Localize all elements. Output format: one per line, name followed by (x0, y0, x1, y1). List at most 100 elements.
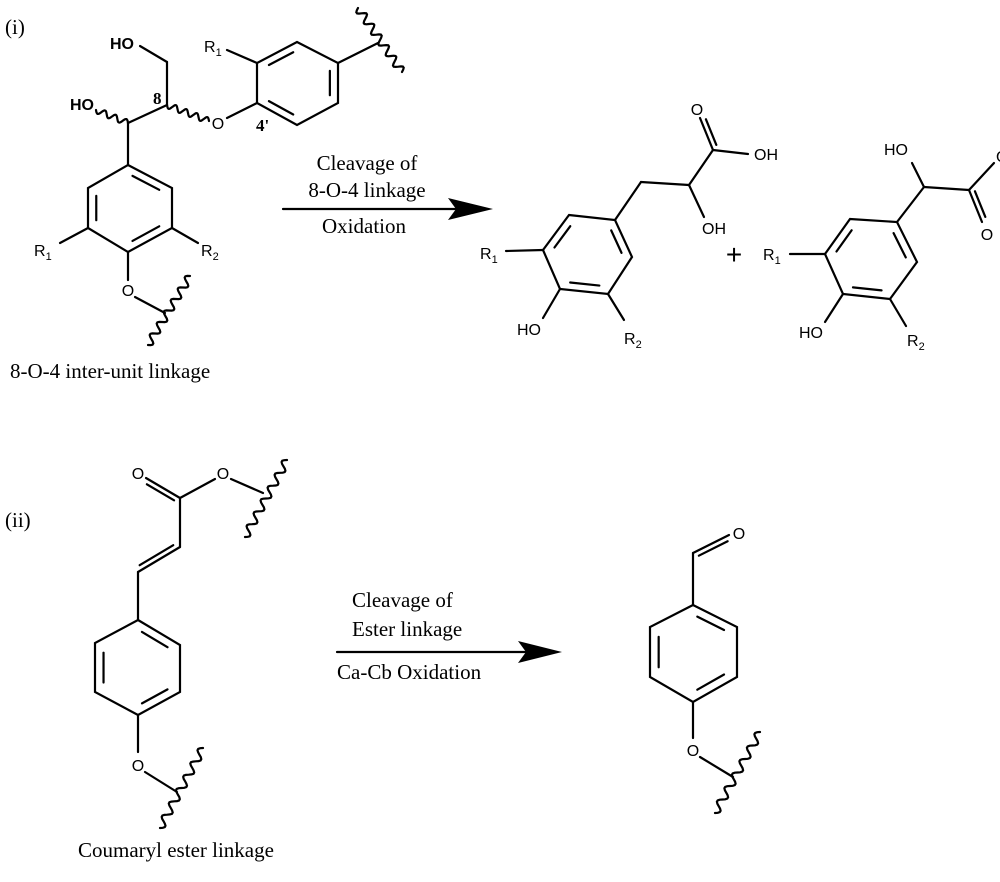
r2-ring-b: R2 (201, 243, 219, 263)
reaction-arrow-ii (335, 641, 562, 663)
bond (711, 148, 750, 156)
bond (133, 295, 167, 315)
arrow-ii-text-line1: Cleavage of (352, 588, 453, 612)
benzene-ring-b (86, 163, 174, 254)
p1-o-carbonyl: O (691, 102, 703, 119)
reaction-arrow-i (281, 198, 493, 220)
aromatic-inner-bond (267, 100, 295, 116)
p1-oh-acid: OH (754, 147, 778, 164)
bond (178, 477, 217, 500)
ii-o-carbonyl: O (132, 466, 144, 483)
bond (229, 477, 265, 495)
aromatic-inner-bond (610, 229, 623, 254)
double-bond-inner (145, 483, 176, 502)
p1-r2: R2 (624, 331, 642, 351)
benzaldehyde-ring (648, 603, 739, 704)
bond (336, 41, 380, 65)
bond (687, 148, 715, 187)
bond (698, 755, 735, 779)
arrow-i-text-line1: Cleavage of (317, 151, 418, 175)
benzene-ring-a (255, 40, 340, 127)
aromatic-inner-bond (267, 51, 295, 67)
coumaryl-ring (93, 618, 182, 717)
p2-ho-alpha: HO (884, 142, 908, 159)
p2-r1: R1 (763, 247, 781, 267)
part-i-label: (i) (5, 15, 25, 39)
double-bond (967, 188, 984, 224)
p2-o-carbonyl: O (981, 227, 993, 244)
aromatic-inner-bond (553, 225, 572, 249)
svg-text:R1: R1 (763, 247, 781, 267)
p1-ho-phenol: HO (517, 322, 541, 339)
bond (541, 287, 562, 320)
arrow-i-text-below: Oxidation (322, 214, 406, 238)
part-ii-reactant-caption: Coumaryl ester linkage (78, 838, 274, 862)
bond (138, 44, 169, 64)
aromatic-inner-bond (696, 673, 726, 691)
bond (639, 180, 691, 187)
product1-ring (541, 213, 634, 296)
product2-ring (823, 217, 919, 301)
p2-o-acid-cut: O (996, 149, 1000, 166)
svg-text:R2: R2 (201, 243, 219, 263)
svg-text:R1: R1 (204, 39, 222, 59)
double-bond-inner (138, 544, 175, 567)
aromatic-inner-bond (851, 286, 883, 292)
double-bond-inner (973, 190, 987, 219)
wavy-attachment-icon (158, 746, 205, 830)
p2-ho-phenol: HO (799, 325, 823, 342)
double-bond (691, 533, 731, 555)
aromatic-inner-bond (131, 174, 161, 191)
arrow-ii-text-line2: Ester linkage (352, 617, 462, 641)
bond (613, 180, 643, 222)
wavy-attachment-icon (243, 458, 289, 539)
ii-o-phenyl-ether: O (132, 758, 144, 775)
p1-r1: R1 (480, 246, 498, 266)
svg-text:R2: R2 (907, 333, 925, 353)
wavy-attachment-icon (355, 6, 405, 74)
wavy-attachment-icon (146, 274, 192, 347)
ii-product-o-ether: O (687, 743, 699, 760)
aromatic-inner-bond (892, 232, 907, 259)
wavy-stereo-bond-icon (94, 108, 130, 125)
position-8-label: 8 (153, 89, 162, 108)
aromatic-inner-bond (569, 281, 601, 287)
ii-o-ester: O (217, 466, 229, 483)
double-bond (136, 545, 182, 574)
wavy-attachment-icon (713, 730, 762, 815)
part-i-reactant-caption: 8-O-4 inter-unit linkage (10, 359, 210, 383)
svg-text:R1: R1 (480, 246, 498, 266)
bond (888, 297, 908, 328)
bonds (58, 6, 996, 830)
bond (143, 770, 179, 794)
bond (126, 103, 169, 125)
double-bond (144, 476, 182, 500)
atom-ho-c7: HO (70, 97, 94, 114)
bond (225, 101, 259, 120)
aromatic-inner-bond (140, 688, 169, 705)
svg-text:R1: R1 (34, 243, 52, 263)
arrow-i-text-line2: 8-O-4 linkage (308, 178, 425, 202)
double-bond-inner (697, 540, 729, 557)
arrow-ii-text-below: Ca-Cb Oxidation (337, 660, 482, 684)
position-4prime-label: 4' (256, 116, 269, 135)
bond (922, 185, 971, 192)
aromatic-inner-bond (696, 615, 726, 632)
r1-ring-a: R1 (204, 39, 222, 59)
svg-text:R2: R2 (624, 331, 642, 351)
aromatic-inner-bond (835, 229, 853, 253)
bond (606, 292, 626, 322)
bond (170, 226, 200, 245)
bond (504, 248, 545, 253)
atom-o-ether: O (212, 116, 224, 133)
bond (225, 48, 259, 65)
bond (967, 161, 996, 192)
plus-sign: + (726, 239, 742, 270)
double-bond-inner (704, 118, 718, 147)
p2-r2: R2 (907, 333, 925, 353)
ii-product-o-aldehyde: O (733, 526, 745, 543)
bond (823, 292, 845, 324)
bond (895, 185, 926, 224)
bond (687, 183, 706, 219)
